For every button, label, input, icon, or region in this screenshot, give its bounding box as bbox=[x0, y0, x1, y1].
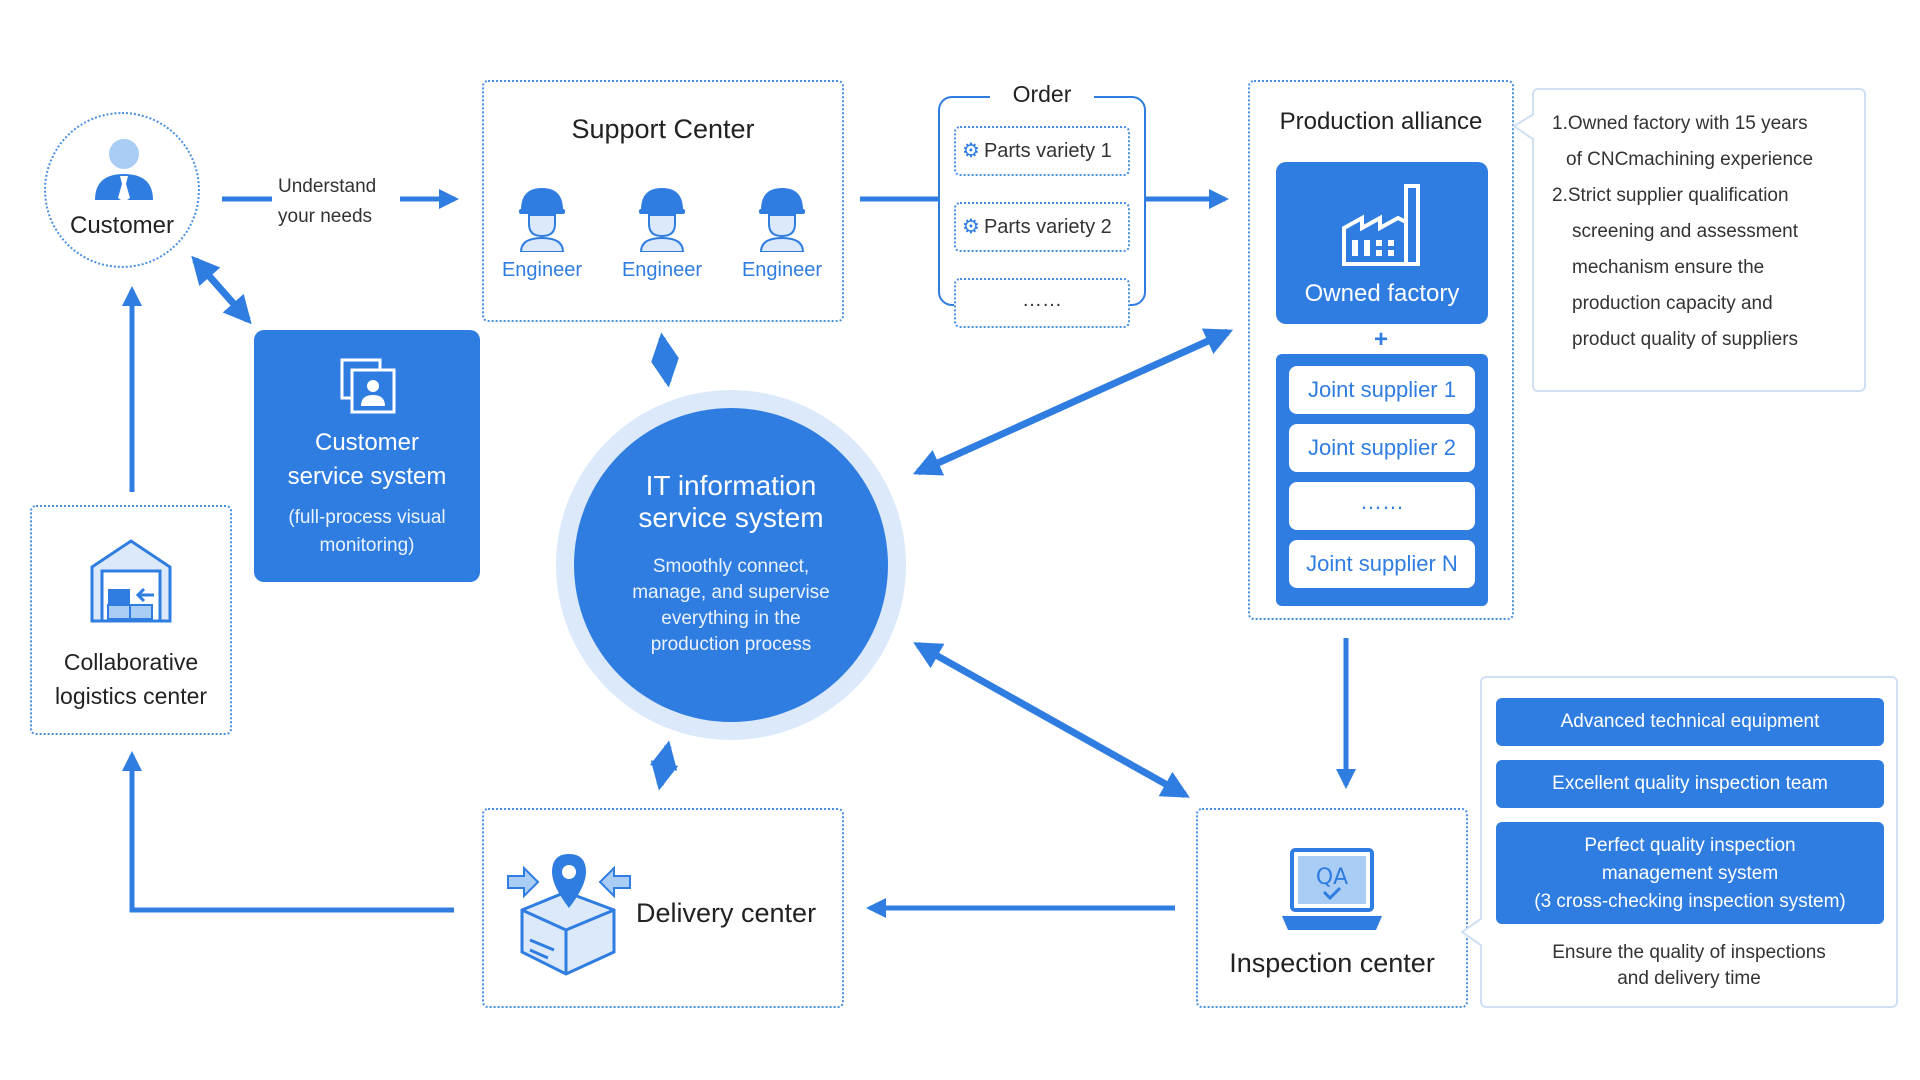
engineer-label: Engineer bbox=[621, 259, 703, 281]
production-title: Production alliance bbox=[1279, 108, 1483, 135]
joint-supplier-n: Joint supplier N bbox=[1289, 540, 1475, 588]
plus-sign: + bbox=[1373, 326, 1388, 353]
inspection-item-equipment: Advanced technical equipment bbox=[1496, 698, 1884, 746]
support-center-box: Support Center Engineer Engineer Enginee… bbox=[482, 80, 844, 322]
note-line: 1.Owned factory with 15 years bbox=[1552, 113, 1808, 134]
inspection-label: Inspection center bbox=[1229, 948, 1435, 978]
it-title: IT information service system bbox=[574, 470, 888, 534]
owned-factory-card: Owned factory bbox=[1276, 162, 1488, 324]
order-item-2: ⚙Parts variety 2 bbox=[954, 202, 1130, 252]
arrow-it-production bbox=[912, 328, 1234, 476]
order-item-more: …… bbox=[954, 278, 1130, 328]
delivery-center-box: Delivery center bbox=[482, 808, 844, 1008]
arrow-customer-css bbox=[191, 255, 252, 325]
inspection-center-box: QA Inspection center bbox=[1196, 808, 1468, 1008]
monitor-profile-icon bbox=[340, 358, 396, 414]
qa-laptop-icon: QA bbox=[1282, 848, 1382, 930]
engineer-helmet-icon bbox=[639, 188, 685, 253]
inspection-footer-line1: Ensure the quality of inspections bbox=[1552, 942, 1826, 963]
it-desc-line: production process bbox=[650, 634, 812, 655]
note-line: screening and assessment bbox=[1572, 221, 1799, 242]
support-center-title: Support Center bbox=[571, 114, 755, 144]
css-sub-line1: (full-process visual bbox=[288, 507, 446, 528]
note-line: 2.Strict supplier qualification bbox=[1552, 185, 1789, 206]
production-note-text: 1.Owned factory with 15 years of CNCmach… bbox=[1552, 106, 1813, 358]
arrow-it-support bbox=[651, 332, 679, 388]
it-desc-line: manage, and supervise bbox=[632, 582, 830, 603]
note-line: of CNCmachining experience bbox=[1566, 149, 1814, 170]
factory-icon bbox=[1342, 184, 1420, 266]
inspection-system-line2: management system bbox=[1601, 863, 1779, 884]
delivery-label: Delivery center bbox=[636, 898, 817, 928]
customer-node: Customer bbox=[44, 112, 200, 268]
joint-suppliers-panel: Joint supplier 1 Joint supplier 2 …… Joi… bbox=[1276, 354, 1488, 606]
order-title: Order bbox=[990, 81, 1094, 108]
css-sub-line2: monitoring) bbox=[319, 535, 415, 556]
inspection-system-line3: (3 cross-checking inspection system) bbox=[1534, 891, 1846, 912]
logistics-line2: logistics center bbox=[54, 683, 208, 709]
order-item-label: Parts variety 1 bbox=[983, 140, 1112, 162]
engineer-3: Engineer bbox=[730, 182, 834, 282]
inspection-system-line1: Perfect quality inspection bbox=[1584, 835, 1796, 856]
engineer-2: Engineer bbox=[610, 182, 714, 282]
warehouse-icon bbox=[90, 539, 172, 623]
logistics-line1: Collaborative bbox=[63, 649, 199, 675]
it-desc-line: everything in the bbox=[661, 608, 801, 629]
arrow-delivery-logistics bbox=[122, 751, 454, 913]
joint-supplier-more: …… bbox=[1289, 482, 1475, 530]
understand-line1: Understand bbox=[278, 176, 377, 197]
production-alliance-box: Production alliance Owned factory + Join… bbox=[1248, 80, 1514, 620]
logistics-label: Collaborative logistics center bbox=[32, 645, 230, 713]
qa-icon-text: QA bbox=[1316, 865, 1348, 890]
order-box: Order ⚙Parts variety 1 ⚙Parts variety 2 … bbox=[938, 81, 1146, 328]
understand-needs-text: Understand your needs bbox=[278, 172, 376, 232]
gear-icon: ⚙ bbox=[962, 140, 980, 162]
gear-icon: ⚙ bbox=[962, 216, 980, 238]
arrow-it-inspection bbox=[913, 641, 1190, 799]
engineer-label: Engineer bbox=[501, 259, 583, 281]
inspection-item-team: Excellent quality inspection team bbox=[1496, 760, 1884, 808]
css-title: Customer service system bbox=[254, 426, 480, 494]
engineer-helmet-icon bbox=[759, 188, 805, 253]
arrow-it-delivery bbox=[649, 740, 679, 791]
it-title-line2: service system bbox=[638, 502, 824, 533]
owned-factory-label: Owned factory bbox=[1304, 280, 1460, 307]
note-line: production capacity and bbox=[1572, 293, 1773, 314]
customer-person-icon bbox=[95, 139, 153, 202]
engineer-1: Engineer bbox=[490, 182, 594, 282]
understand-line2: your needs bbox=[278, 206, 373, 227]
engineer-label: Engineer bbox=[741, 259, 823, 281]
inspection-item-system: Perfect quality inspection management sy… bbox=[1496, 822, 1884, 924]
it-desc-line: Smoothly connect, bbox=[652, 556, 810, 577]
note-line: product quality of suppliers bbox=[1572, 329, 1799, 350]
it-system-circle: IT information service system Smoothly c… bbox=[574, 408, 888, 722]
css-subtitle: (full-process visual monitoring) bbox=[254, 504, 480, 560]
it-title-line1: IT information bbox=[645, 470, 817, 501]
joint-supplier-2: Joint supplier 2 bbox=[1289, 424, 1475, 472]
customer-label: Customer bbox=[69, 212, 175, 239]
order-item-1: ⚙Parts variety 1 bbox=[954, 126, 1130, 176]
production-note: 1.Owned factory with 15 years of CNCmach… bbox=[1532, 88, 1866, 392]
delivery-package-icon bbox=[507, 854, 631, 976]
inspection-note-pointer bbox=[1460, 917, 1483, 947]
customer-service-system-card: Customer service system (full-process vi… bbox=[254, 330, 480, 582]
production-note-pointer bbox=[1512, 113, 1535, 141]
inspection-footer-line2: and delivery time bbox=[1617, 968, 1761, 989]
note-line: mechanism ensure the bbox=[1572, 257, 1765, 278]
logistics-center-box: Collaborative logistics center bbox=[30, 505, 232, 735]
engineer-helmet-icon bbox=[519, 188, 565, 253]
order-item-label: Parts variety 2 bbox=[983, 216, 1112, 238]
order-item-label: …… bbox=[1022, 289, 1062, 311]
joint-supplier-1: Joint supplier 1 bbox=[1289, 366, 1475, 414]
inspection-footer: Ensure the quality of inspections and de… bbox=[1482, 940, 1896, 992]
css-title-line2: service system bbox=[287, 463, 447, 490]
css-title-line1: Customer bbox=[314, 429, 420, 456]
it-desc: Smoothly connect, manage, and supervise … bbox=[574, 554, 888, 658]
inspection-note: Advanced technical equipment Excellent q… bbox=[1480, 676, 1898, 1008]
